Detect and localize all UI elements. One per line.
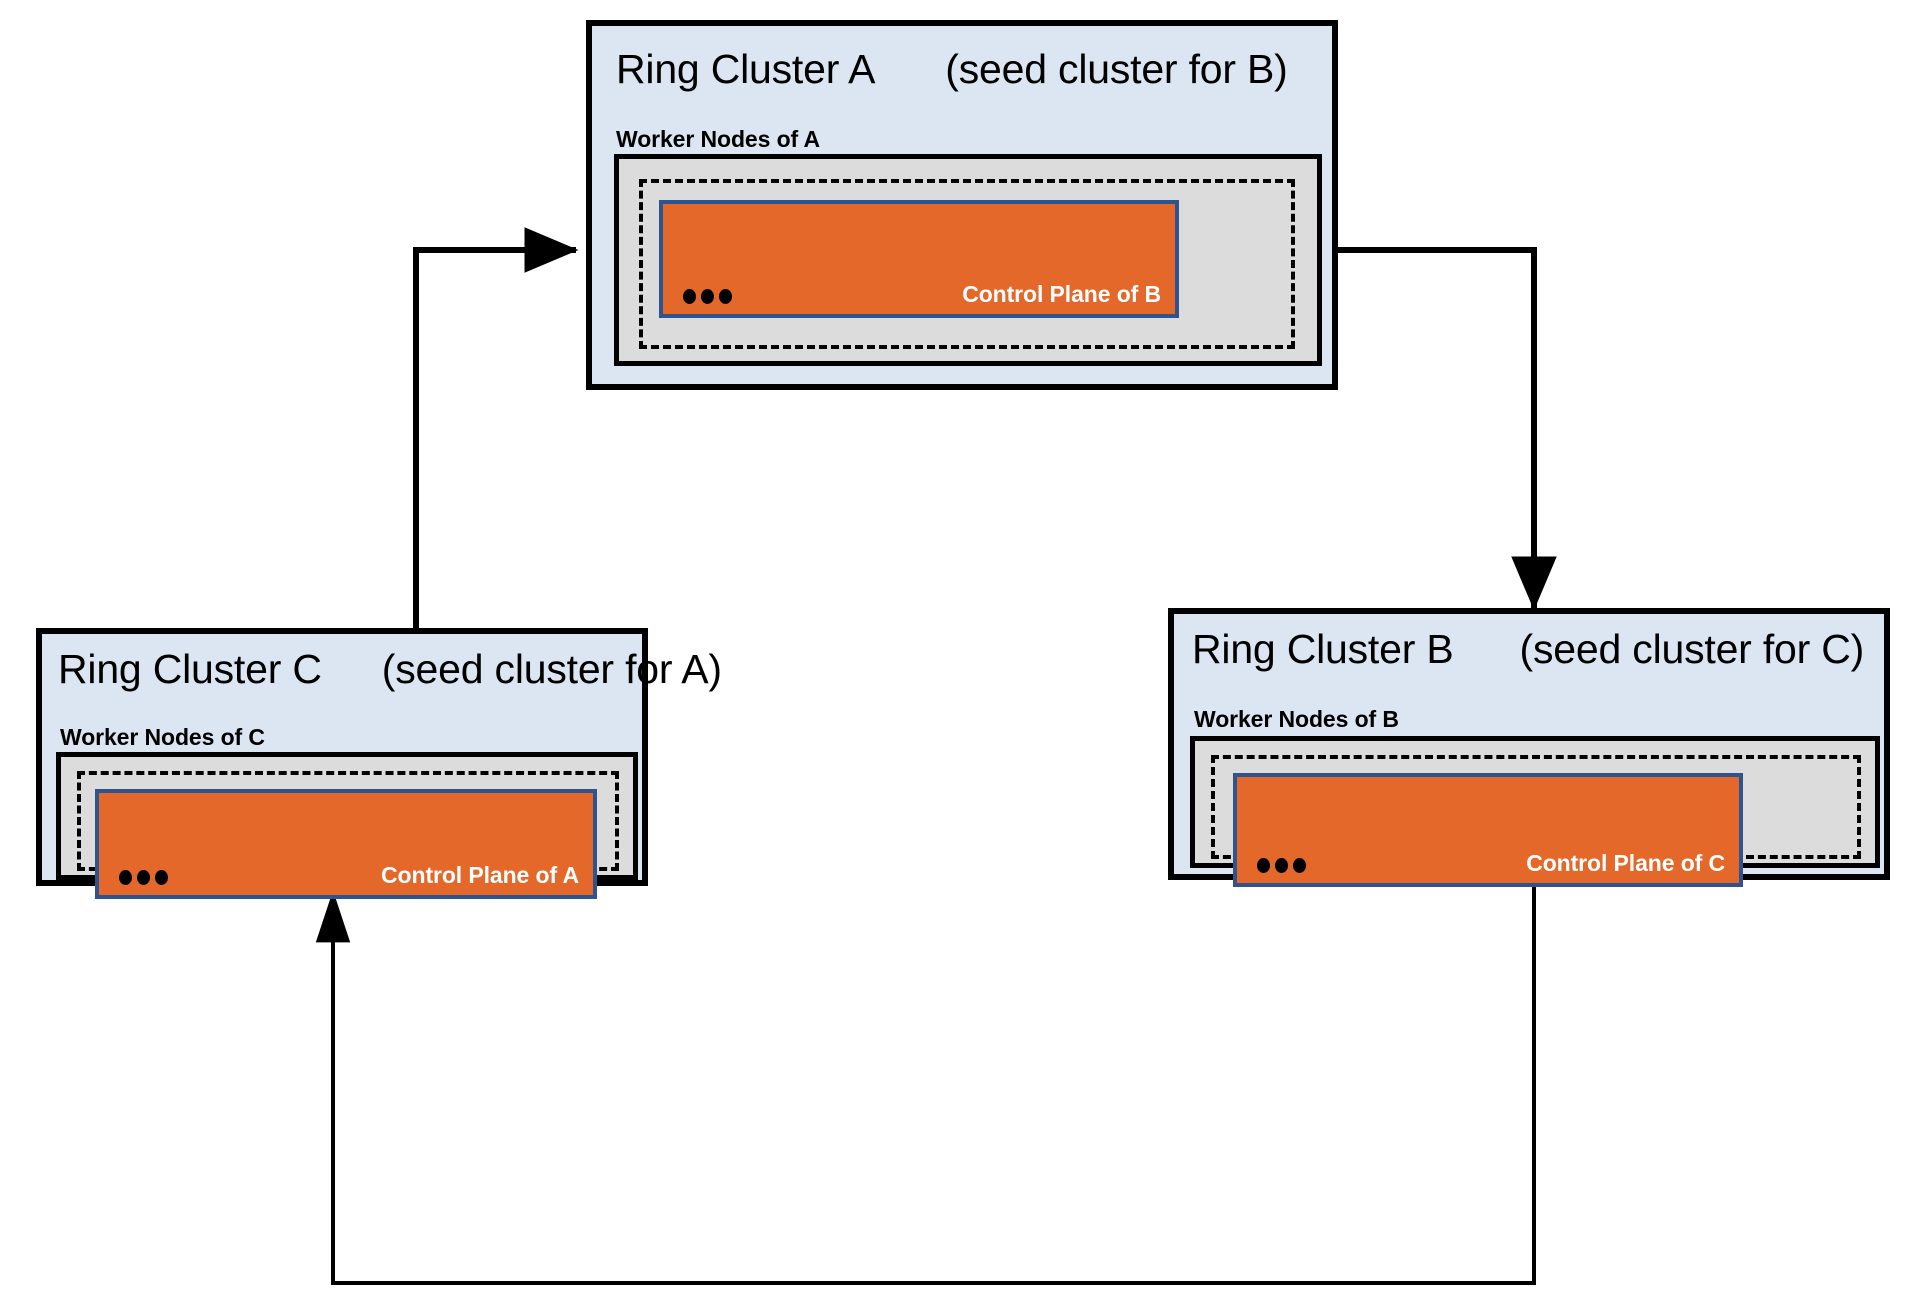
cluster-a-node-box[interactable]: Control Plane of B	[639, 179, 1295, 349]
cluster-b-ellipsis-dots	[1257, 858, 1306, 873]
cluster-a-worker-box[interactable]: Control Plane of B	[614, 154, 1322, 366]
cluster-c-node-box[interactable]: Control Plane of A	[77, 771, 619, 899]
cluster-b-title: Ring Cluster B	[1192, 626, 1454, 672]
cluster-b-control-plane-label: Control Plane of C	[1526, 850, 1725, 876]
cluster-c-worker-box[interactable]: Control Plane of A	[56, 752, 638, 899]
ellipsis-dot	[701, 289, 714, 304]
ring-cluster-b[interactable]: Ring Cluster B (seed cluster for C) Work…	[1168, 608, 1890, 887]
cluster-b-worker-box[interactable]: Control Plane of C	[1190, 736, 1880, 887]
cluster-a-title-row: Ring Cluster A (seed cluster for B)	[616, 46, 1332, 93]
cluster-b-seed-note: (seed cluster for C)	[1519, 626, 1865, 672]
ellipsis-dot	[683, 289, 696, 304]
cluster-a-worker-label: Worker Nodes of A	[616, 126, 821, 152]
cluster-c-ellipsis-dots	[119, 870, 168, 885]
cluster-b-node-box[interactable]: Control Plane of C	[1211, 755, 1861, 887]
cluster-a-title: Ring Cluster A	[616, 46, 876, 92]
cluster-a-control-plane-label: Control Plane of B	[962, 281, 1161, 307]
cluster-c-title: Ring Cluster C	[58, 646, 322, 692]
cluster-a-control-plane-box[interactable]: Control Plane of B	[659, 200, 1179, 318]
ellipsis-dot	[1293, 858, 1306, 873]
cluster-c-worker-label: Worker Nodes of C	[60, 724, 265, 750]
ring-cluster-a[interactable]: Ring Cluster A (seed cluster for B) Work…	[586, 20, 1338, 390]
ellipsis-dot	[719, 289, 732, 304]
cluster-b-worker-label: Worker Nodes of B	[1194, 706, 1399, 732]
cluster-a-ellipsis-dots	[683, 289, 732, 304]
ellipsis-dot	[137, 870, 150, 885]
cluster-b-control-plane-box[interactable]: Control Plane of C	[1233, 773, 1743, 887]
ellipsis-dot	[155, 870, 168, 885]
arrow-c-to-a	[413, 227, 579, 628]
cluster-c-control-plane-box[interactable]: Control Plane of A	[95, 789, 597, 899]
ring-cluster-c[interactable]: Ring Cluster C (seed cluster for A) Work…	[36, 628, 722, 899]
cluster-b-title-row: Ring Cluster B (seed cluster for C)	[1192, 626, 1884, 673]
ellipsis-dot	[119, 870, 132, 885]
cluster-c-seed-note: (seed cluster for A)	[381, 646, 722, 692]
cluster-c-title-row: Ring Cluster C (seed cluster for A)	[58, 646, 722, 693]
arrow-b-to-c	[315, 880, 1536, 1285]
ellipsis-dot	[1275, 858, 1288, 873]
cluster-c-control-plane-label: Control Plane of A	[381, 862, 579, 888]
cluster-a-seed-note: (seed cluster for B)	[945, 46, 1288, 92]
ellipsis-dot	[1257, 858, 1270, 873]
arrow-a-to-b	[1337, 247, 1557, 611]
